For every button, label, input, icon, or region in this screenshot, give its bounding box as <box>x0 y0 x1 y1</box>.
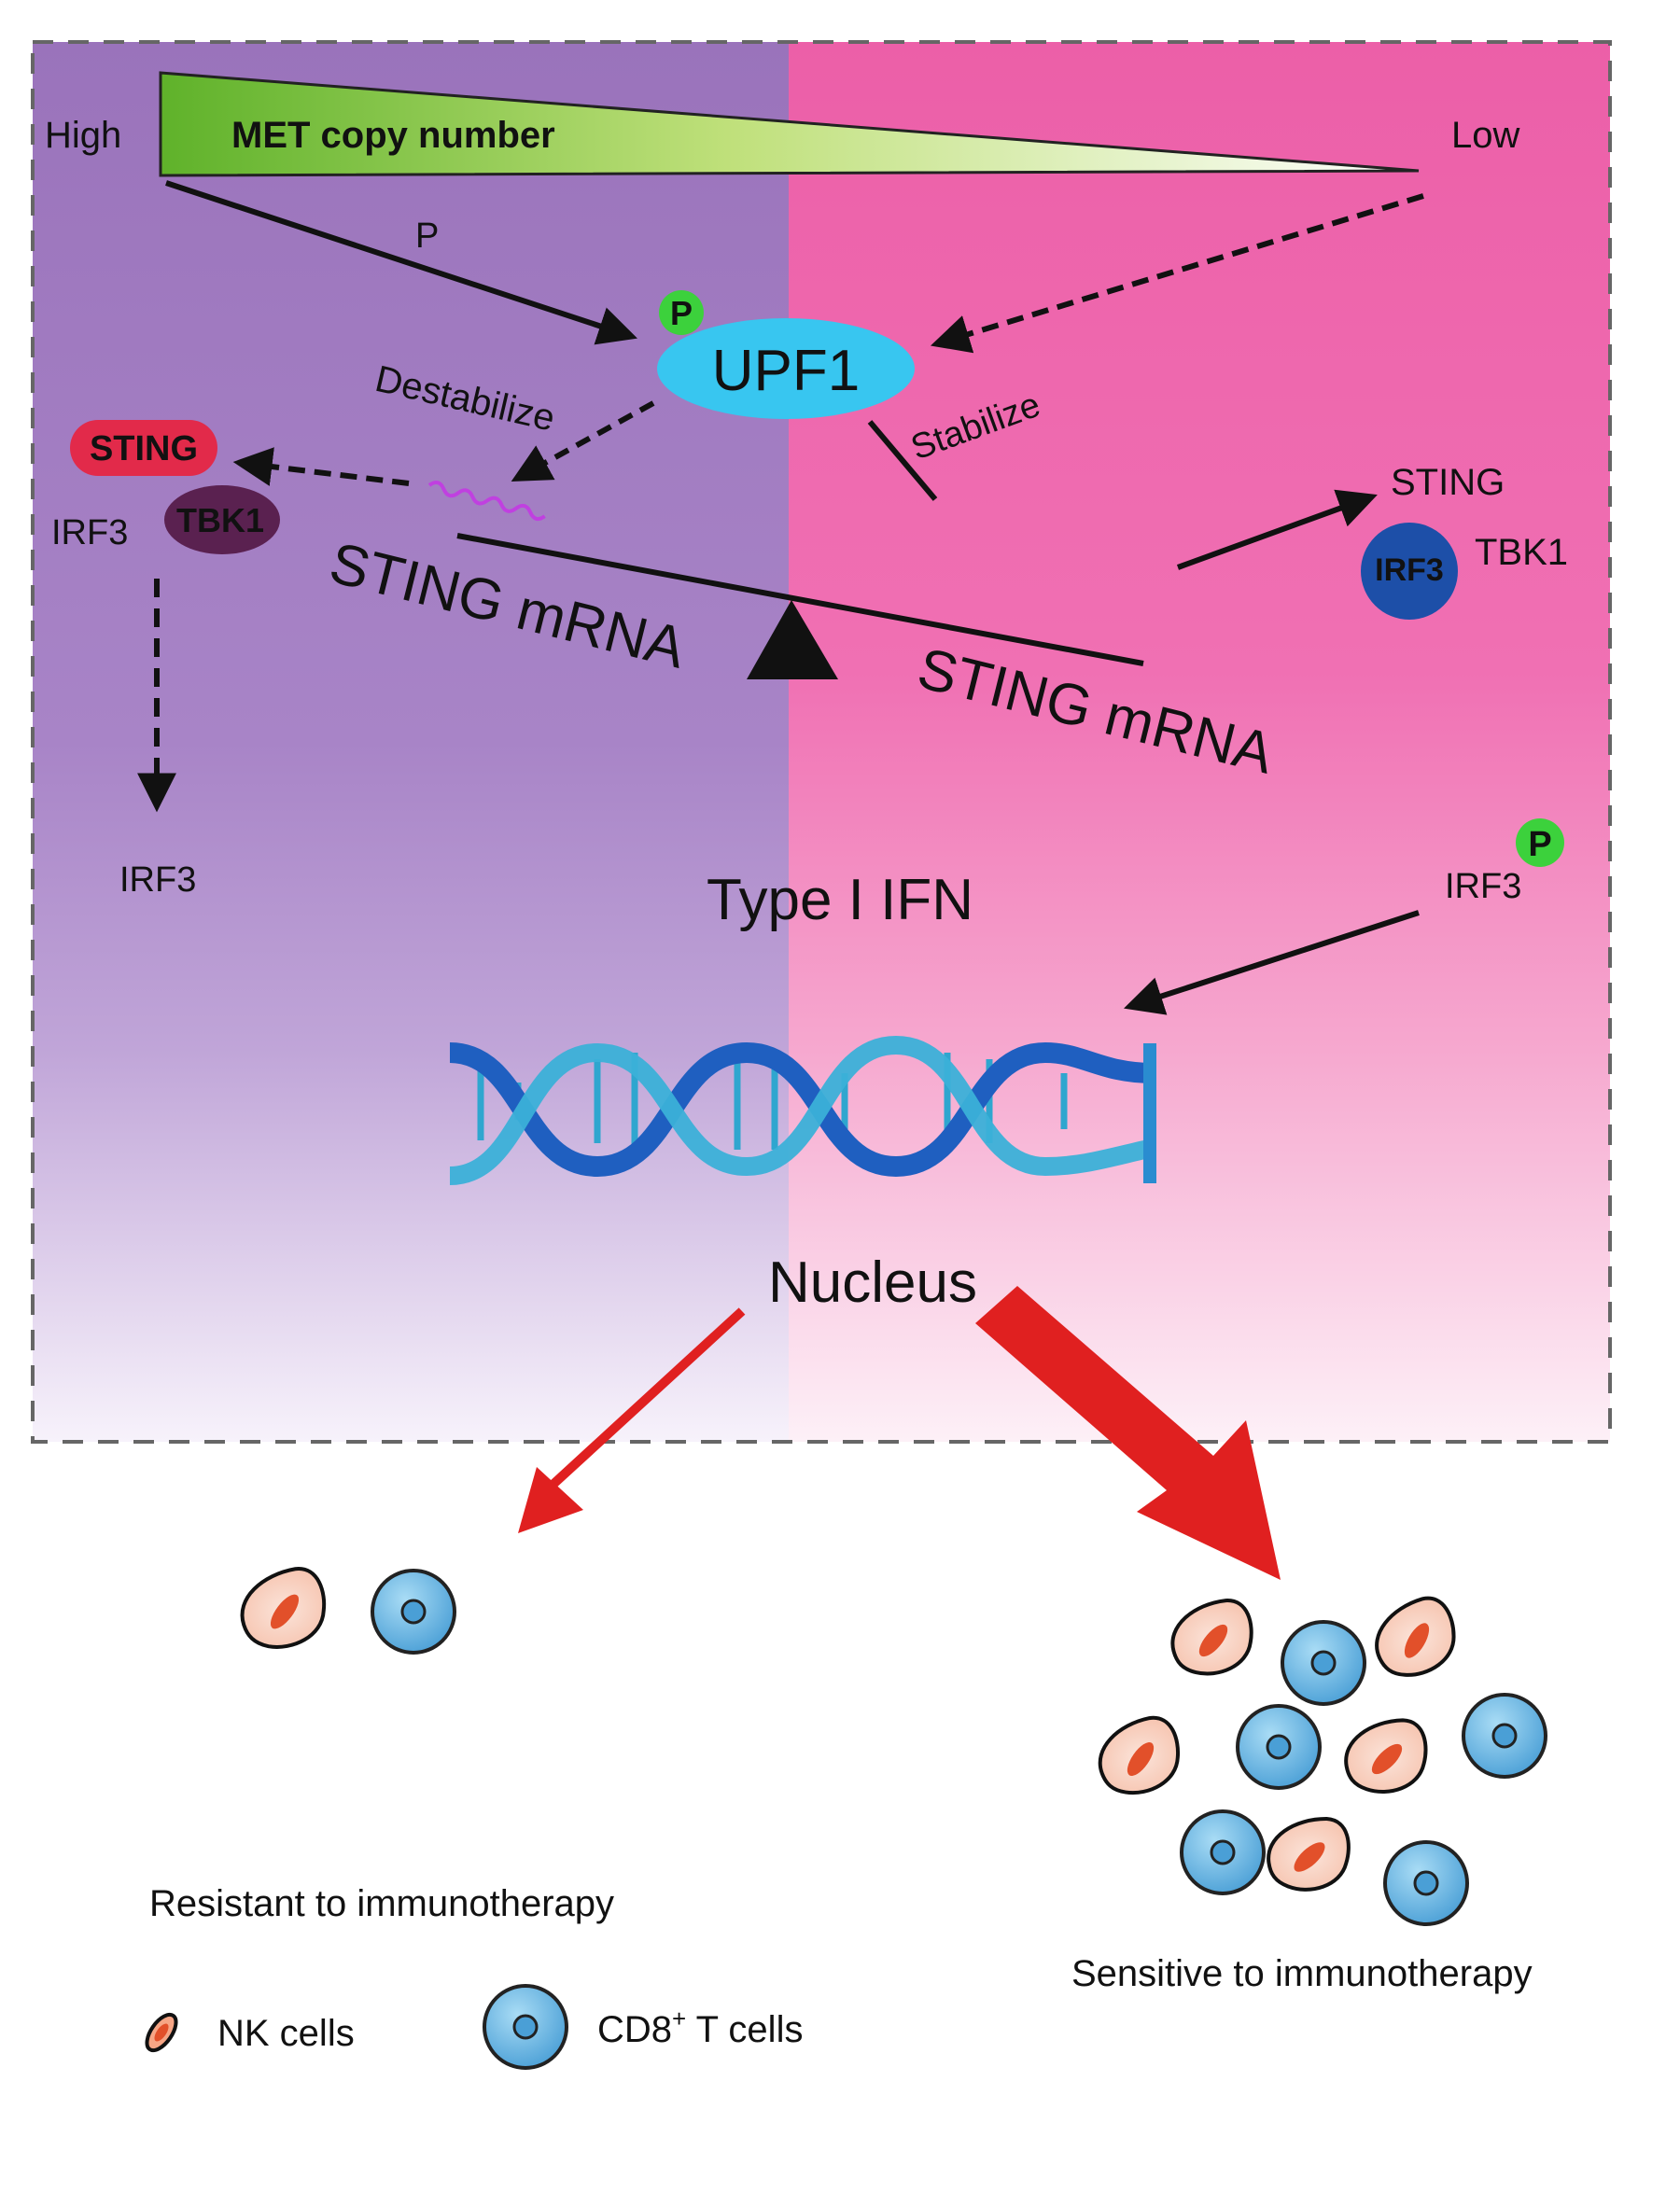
nucleus-label: Nucleus <box>768 1250 977 1315</box>
legend-cd8-icon <box>483 1984 568 2070</box>
upf1-phospho-circle <box>659 290 704 335</box>
resistant-nk-cell <box>240 1567 327 1649</box>
sensitive-cd8-cell <box>1383 1840 1469 1926</box>
sensitive-cd8-cell <box>1236 1704 1322 1790</box>
upf1-label: UPF1 <box>712 339 860 403</box>
sensitive-cd8-cell <box>1281 1620 1366 1706</box>
sensitive-nk-cell <box>1170 1599 1253 1676</box>
panel-dashed-border <box>31 40 1612 1444</box>
left-tbk1-label: TBK1 <box>176 501 264 539</box>
right-irf3-bottom-label: IRF3 <box>1445 867 1521 906</box>
seesaw-fulcrum <box>747 600 838 679</box>
legend-nk-label: NK cells <box>217 2013 355 2054</box>
sensitive-nk-cell <box>1375 1596 1456 1677</box>
high-label: High <box>45 115 121 156</box>
type-i-ifn-label: Type I IFN <box>707 868 973 932</box>
sensitive-cd8-cell <box>1462 1693 1547 1779</box>
sensitive-cd8-cell <box>1180 1809 1266 1895</box>
left-irf3-bottom-label: IRF3 <box>119 860 196 900</box>
sensitive-label: Sensitive to immunotherapy <box>1071 1953 1533 1994</box>
resistant-cd8-cell <box>371 1569 456 1655</box>
phosphorylation-label: P <box>415 217 439 256</box>
right-irf3-label: IRF3 <box>1375 552 1444 588</box>
irf3-to-dna-arrow <box>1124 910 1420 1015</box>
right-irf3-phospho-circle <box>1516 818 1564 867</box>
left-panel-background <box>33 42 789 1442</box>
sensitive-nk-cell <box>1267 1817 1351 1892</box>
degraded-mrna-squiggle <box>427 481 546 522</box>
stabilize-inhibition-line <box>867 420 938 501</box>
met-copy-number-bar <box>159 71 1420 177</box>
resistant-label: Resistant to immunotherapy <box>149 1883 614 1924</box>
legend-nk-icon <box>145 2012 178 2053</box>
upf1-to-mrna-dashed-arrow <box>511 400 655 482</box>
low-to-upf1-dashed-arrow <box>930 193 1424 354</box>
sensitive-nk-cell <box>1344 1718 1428 1794</box>
right-panel-background <box>789 42 1610 1442</box>
mrna-to-right-sting-arrow <box>1176 489 1378 570</box>
high-to-upf1-arrow <box>165 180 637 345</box>
left-sting-label: STING <box>90 429 198 468</box>
upf1-phospho-label: P <box>670 294 693 332</box>
sensitive-nk-cell <box>1098 1715 1181 1795</box>
low-label: Low <box>1451 115 1519 156</box>
upf1-ellipse <box>657 318 915 419</box>
left-sting-pill <box>70 420 217 476</box>
left-irf3-label: IRF3 <box>51 513 128 552</box>
right-irf3-phospho-label: P <box>1528 825 1551 864</box>
thin-red-arrow <box>518 1307 746 1533</box>
right-sting-label: STING <box>1391 462 1505 503</box>
right-tbk1-label: TBK1 <box>1475 532 1568 573</box>
left-tbk1-ellipse <box>164 485 280 554</box>
legend-cd8-label: CD8+ T cells <box>597 2004 803 2050</box>
mrna-to-sting-dashed-arrow <box>232 447 410 486</box>
seesaw-beam <box>456 533 1144 666</box>
thick-red-arrow <box>975 1286 1281 1580</box>
met-copy-number-title: MET copy number <box>231 115 555 156</box>
right-irf3-circle <box>1361 523 1458 620</box>
dna-helix-icon <box>449 1035 1156 1185</box>
